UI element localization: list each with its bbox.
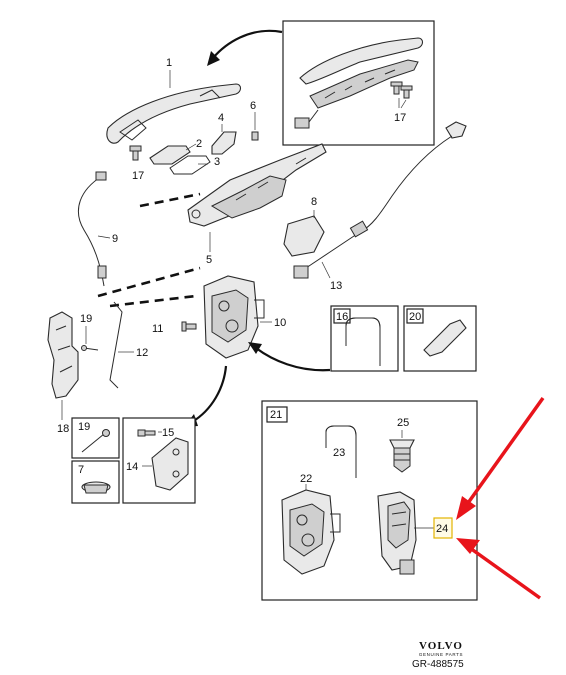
callout-25: 25 [397,417,409,429]
part-13-cable: 13 [293,121,467,292]
callout-20: 20 [409,311,421,323]
part-25-grommet: 25 [389,417,415,473]
part-11-screw: 11 [152,321,197,335]
inset-leader-17 [398,98,407,109]
red-arrow-lower [468,546,542,600]
callout-24-highlight-box [433,517,453,539]
part-8-cover: 8 [283,196,325,257]
callout-6: 6 [250,100,256,112]
callout-8: 8 [311,196,317,208]
part-2-cap: 2 [149,138,202,165]
red-arrowhead-upper [456,496,476,520]
part-19-rivet: 19 [80,313,99,351]
callout-7: 7 [78,464,84,476]
callout-12: 12 [136,347,148,359]
arrow-head [248,342,262,354]
red-pointer-arrows [456,396,545,600]
inset-bolt-icon-b [400,85,413,99]
box-19-rivet: 19 [71,417,120,459]
dashed-link-handle [139,192,201,208]
arrow-lock-to-bracket [191,365,228,423]
callout-17a: 17 [132,170,144,182]
part-1-outer-handle: 1 [106,57,242,144]
dashed-link-upper [97,266,201,298]
part-17-screw: 17 [129,145,144,182]
box-21-kit: 21 23 25 22 [261,400,478,601]
callout-14: 14 [126,461,138,473]
part-23-rod: 23 [325,425,357,478]
inset-handle-cover [299,37,424,85]
part-18-bracket: 18 [47,311,79,435]
part-24-actuator: 24 [377,491,453,575]
part-6-bolt: 6 [250,100,259,141]
inset-connector [294,117,310,129]
reference-code: GR-488575 [412,659,464,670]
dashed-link-lower [109,294,197,308]
part-5-handle-frame: 5 [187,143,327,266]
inset-handle-detail: 17 [282,20,435,146]
part-15-bolt [137,429,156,437]
callout-9: 9 [112,233,118,245]
arrow-head [207,51,220,66]
part-22-lock: 22 [281,473,341,575]
callout-18: 18 [57,423,69,435]
part-3-gasket: 3 [169,155,220,175]
callout-2: 2 [196,138,202,150]
callout-10: 10 [274,317,286,329]
callout-19b: 19 [78,421,90,433]
inset-bolt-icon-a [390,81,403,95]
logo-brand: VOLVO [419,640,463,652]
box-7-plug: 7 [71,460,120,504]
arrow-boxes-to-lock [255,347,331,372]
arrow-inset-to-handle [212,29,283,59]
part-10-door-lock: 10 [203,275,286,359]
callout-1: 1 [166,57,172,69]
callout-24: 24 [436,523,448,535]
callout-3: 3 [214,156,220,168]
box-20-cover: 20 [403,305,477,372]
red-arrow-upper [466,396,545,505]
callout-21: 21 [270,409,282,421]
part-4-cover: 4 [211,112,237,155]
inset-frame-ribs [324,69,396,99]
callout-15: 15 [162,427,174,439]
callout-5: 5 [206,254,212,266]
logo-subtitle: GENUINE PARTS [418,652,464,657]
part-12-rod: 12 [109,301,148,389]
part-9-cable: 9 [77,171,118,287]
callout-17b: 17 [394,112,406,124]
box-16-striker-rod: 16 [330,305,399,372]
box-14-bracket: 15 14 [122,417,196,504]
callout-4: 4 [218,112,224,124]
red-arrowhead-lower [456,538,480,554]
callout-23: 23 [333,447,345,459]
callout-22: 22 [300,473,312,485]
callout-16: 16 [336,311,348,323]
callout-19a: 19 [80,313,92,325]
volvo-logo: VOLVO GENUINE PARTS [407,641,475,658]
callout-13: 13 [330,280,342,292]
inset-connector-stem [308,109,319,123]
callout-11: 11 [152,323,163,335]
